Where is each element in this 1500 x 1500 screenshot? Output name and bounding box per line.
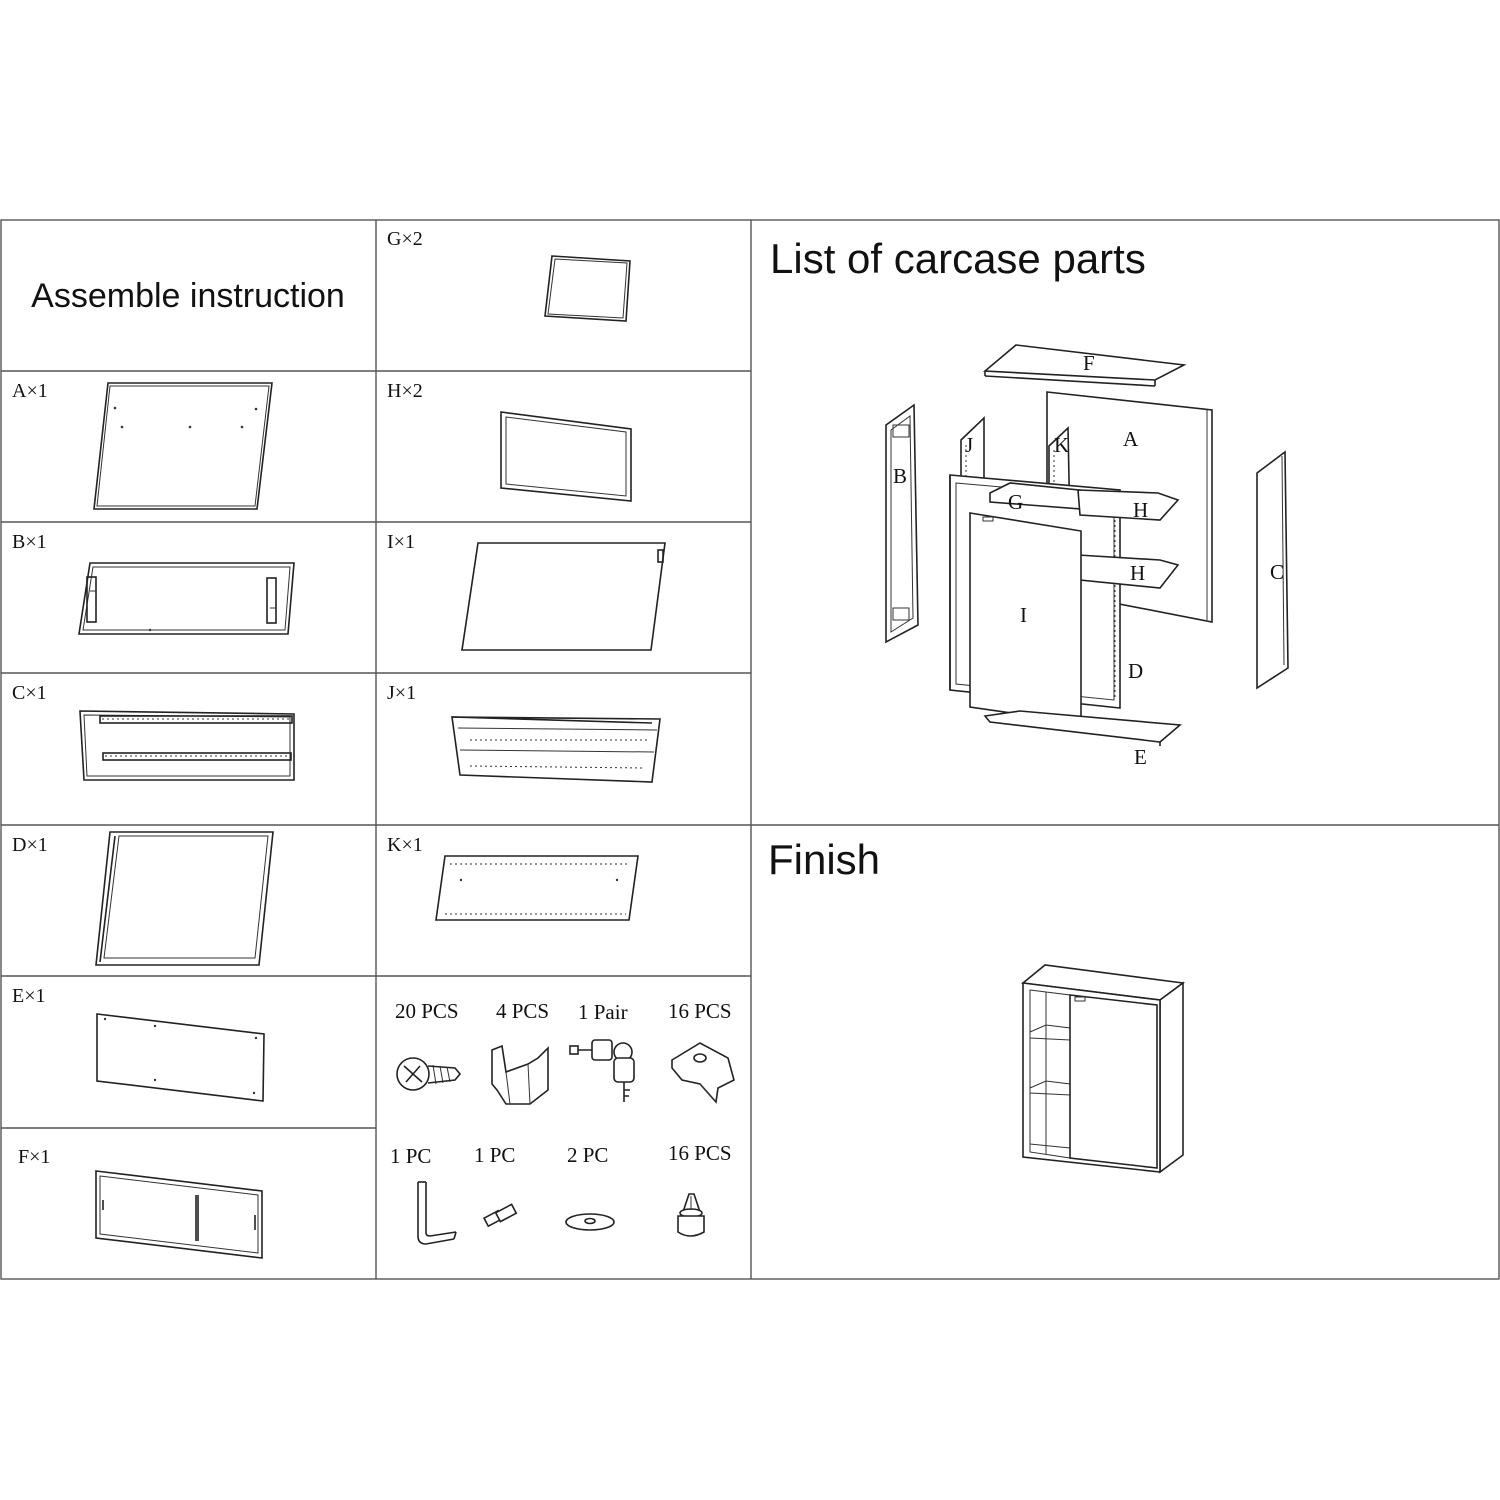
part-k-drawing — [435, 855, 639, 921]
exploded-part-c — [1256, 450, 1289, 690]
part-d-label: D×1 — [12, 834, 48, 856]
part-f-drawing — [95, 1170, 263, 1259]
part-a-label: A×1 — [12, 380, 48, 402]
part-c-label: C×1 — [12, 682, 47, 704]
hardware-qty-plug: 16 PCS — [668, 1141, 732, 1165]
exploded-part-b — [885, 403, 919, 644]
parts-header: List of carcase parts — [770, 235, 1146, 282]
part-e-drawing — [96, 1013, 265, 1102]
part-d: D×1 — [12, 831, 274, 966]
hardware-qty-washer: 2 PC — [567, 1143, 608, 1167]
hardware-qty-lock: 1 Pair — [578, 1000, 628, 1024]
exploded-label-i: I — [1020, 603, 1027, 627]
part-e: E×1 — [12, 985, 265, 1102]
part-d-drawing — [95, 831, 274, 966]
part-e-label: E×1 — [12, 985, 46, 1007]
hardware-qty-hinge-pin: 1 PC — [474, 1143, 515, 1167]
exploded-part-h-1 — [1077, 489, 1180, 521]
exploded-label-d: D — [1128, 659, 1143, 683]
exploded-label-b: B — [893, 464, 907, 488]
part-h-drawing — [500, 411, 632, 502]
hardware-qty-bracket: 4 PCS — [496, 999, 549, 1023]
bracket-icon — [491, 1044, 549, 1105]
exploded-label-k: K — [1054, 433, 1069, 457]
finished-cabinet — [1021, 964, 1186, 1174]
exploded-label-h-2: H — [1130, 561, 1145, 585]
exploded-label-e: E — [1134, 745, 1147, 769]
part-f-label: F×1 — [18, 1146, 50, 1168]
part-h-label: H×2 — [387, 380, 423, 402]
washer-icon — [565, 1213, 615, 1231]
hardware-qty-shelf-clip: 16 PCS — [668, 999, 732, 1023]
screw-icon — [396, 1057, 462, 1091]
shelf-clip-icon — [671, 1042, 735, 1104]
part-g-label: G×2 — [387, 228, 423, 250]
part-i: I×1 — [387, 531, 666, 651]
exploded-label-c: C — [1270, 560, 1284, 584]
exploded-part-e — [983, 710, 1182, 743]
part-k: K×1 — [387, 834, 639, 921]
part-j-drawing — [451, 716, 661, 783]
table-grid — [0, 219, 1500, 1280]
part-g-drawing — [544, 255, 631, 322]
part-c-drawing — [79, 710, 295, 781]
part-c: C×1 — [12, 682, 295, 781]
part-b-drawing — [78, 562, 295, 635]
part-k-label: K×1 — [387, 834, 423, 856]
page-title: Assemble instruction — [31, 277, 345, 315]
exploded-label-j: J — [965, 433, 973, 457]
part-b-label: B×1 — [12, 531, 47, 553]
part-j-label: J×1 — [387, 682, 416, 704]
finish-header: Finish — [768, 836, 880, 883]
lock-key-icon — [569, 1039, 635, 1102]
part-b: B×1 — [12, 531, 295, 635]
hardware-qty-screw: 20 PCS — [395, 999, 459, 1023]
exploded-label-g: G — [1008, 490, 1023, 514]
part-a-drawing — [93, 382, 273, 510]
part-i-drawing — [461, 542, 666, 651]
part-h: H×2 — [387, 380, 632, 502]
part-a: A×1 — [12, 380, 273, 510]
plastic-plug-icon — [677, 1193, 705, 1237]
hardware-qty-allen-key: 1 PC — [390, 1144, 431, 1168]
part-j: J×1 — [387, 682, 661, 783]
part-i-label: I×1 — [387, 531, 415, 553]
exploded-label-h-1: H — [1133, 498, 1148, 522]
part-g: G×2 — [387, 228, 631, 322]
allen-key-icon — [417, 1181, 457, 1245]
exploded-label-f: F — [1083, 351, 1095, 375]
hardware-list: 20 PCS 4 PCS 1 Pair 16 PCS 1 PC 1 PC 2 P… — [390, 999, 735, 1245]
part-f: F×1 — [18, 1146, 263, 1259]
exploded-label-a: A — [1123, 427, 1139, 451]
exploded-view: F A J K B G H H C I D E — [885, 344, 1289, 769]
hinge-pin-icon — [482, 1203, 518, 1228]
